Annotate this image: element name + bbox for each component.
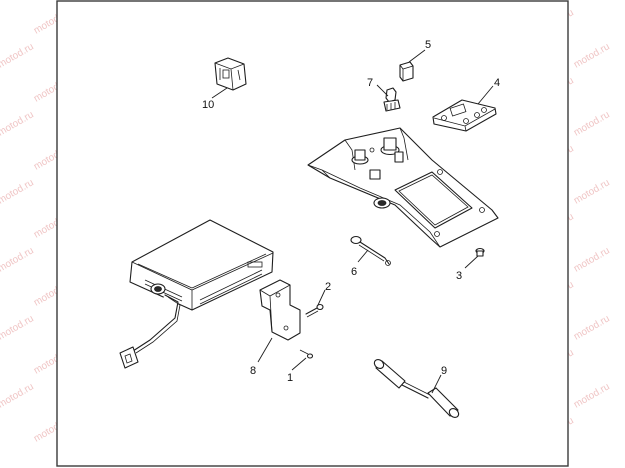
part-10-clip — [214, 57, 247, 91]
callout-9: 9 — [441, 365, 447, 377]
part-3-screw — [475, 247, 485, 257]
watermark-text: motod.ru — [0, 381, 36, 410]
callout-7: 7 — [367, 77, 373, 89]
part-2-bolt — [305, 303, 324, 318]
leader-5 — [408, 49, 426, 63]
callout-5: 5 — [425, 39, 431, 51]
leader-6 — [357, 249, 369, 263]
console-housing — [307, 127, 499, 248]
watermark-text: motod.ru — [0, 109, 36, 138]
callout-3: 3 — [456, 270, 462, 282]
watermark-text: motod.ru — [0, 177, 36, 206]
callout-8: 8 — [250, 365, 256, 377]
part-4-gasket — [432, 99, 497, 132]
watermark-text: motod.ru — [572, 313, 612, 342]
watermark-text: motod.ru — [0, 41, 36, 70]
callout-10: 10 — [202, 99, 214, 111]
watermark-text: motod.ru — [572, 109, 612, 138]
leader-10 — [211, 87, 228, 99]
leader-8 — [257, 337, 273, 363]
watermark-text: motod.ru — [572, 41, 612, 70]
part-1-screw — [299, 349, 314, 359]
watermark-text: motod.ru — [572, 177, 612, 206]
part-9-connector — [373, 359, 460, 418]
part-8-bracket — [259, 279, 301, 341]
part-5-knob-cap — [399, 61, 414, 82]
diagram-frame — [56, 0, 569, 467]
watermark-text: motod.ru — [572, 381, 612, 410]
leader-lines — [211, 49, 494, 394]
callout-numbers: 10 5 7 4 3 6 2 8 1 9 — [202, 39, 500, 384]
watermark-text: motod.ru — [572, 245, 612, 274]
leader-7 — [376, 84, 389, 97]
watermark-text: motod.ru — [0, 313, 36, 342]
part-6-strap — [350, 235, 391, 266]
callout-1: 1 — [287, 372, 293, 384]
leader-9 — [431, 374, 442, 394]
callout-4: 4 — [494, 77, 500, 89]
watermark-text: motod.ru — [0, 245, 36, 274]
leader-3 — [464, 255, 479, 269]
ecu-module — [119, 219, 274, 369]
callout-6: 6 — [351, 266, 357, 278]
leader-1 — [291, 357, 307, 371]
callout-2: 2 — [325, 281, 331, 293]
leader-2 — [317, 289, 326, 306]
leader-4 — [477, 85, 494, 105]
part-7-knob-shaft — [383, 87, 401, 112]
